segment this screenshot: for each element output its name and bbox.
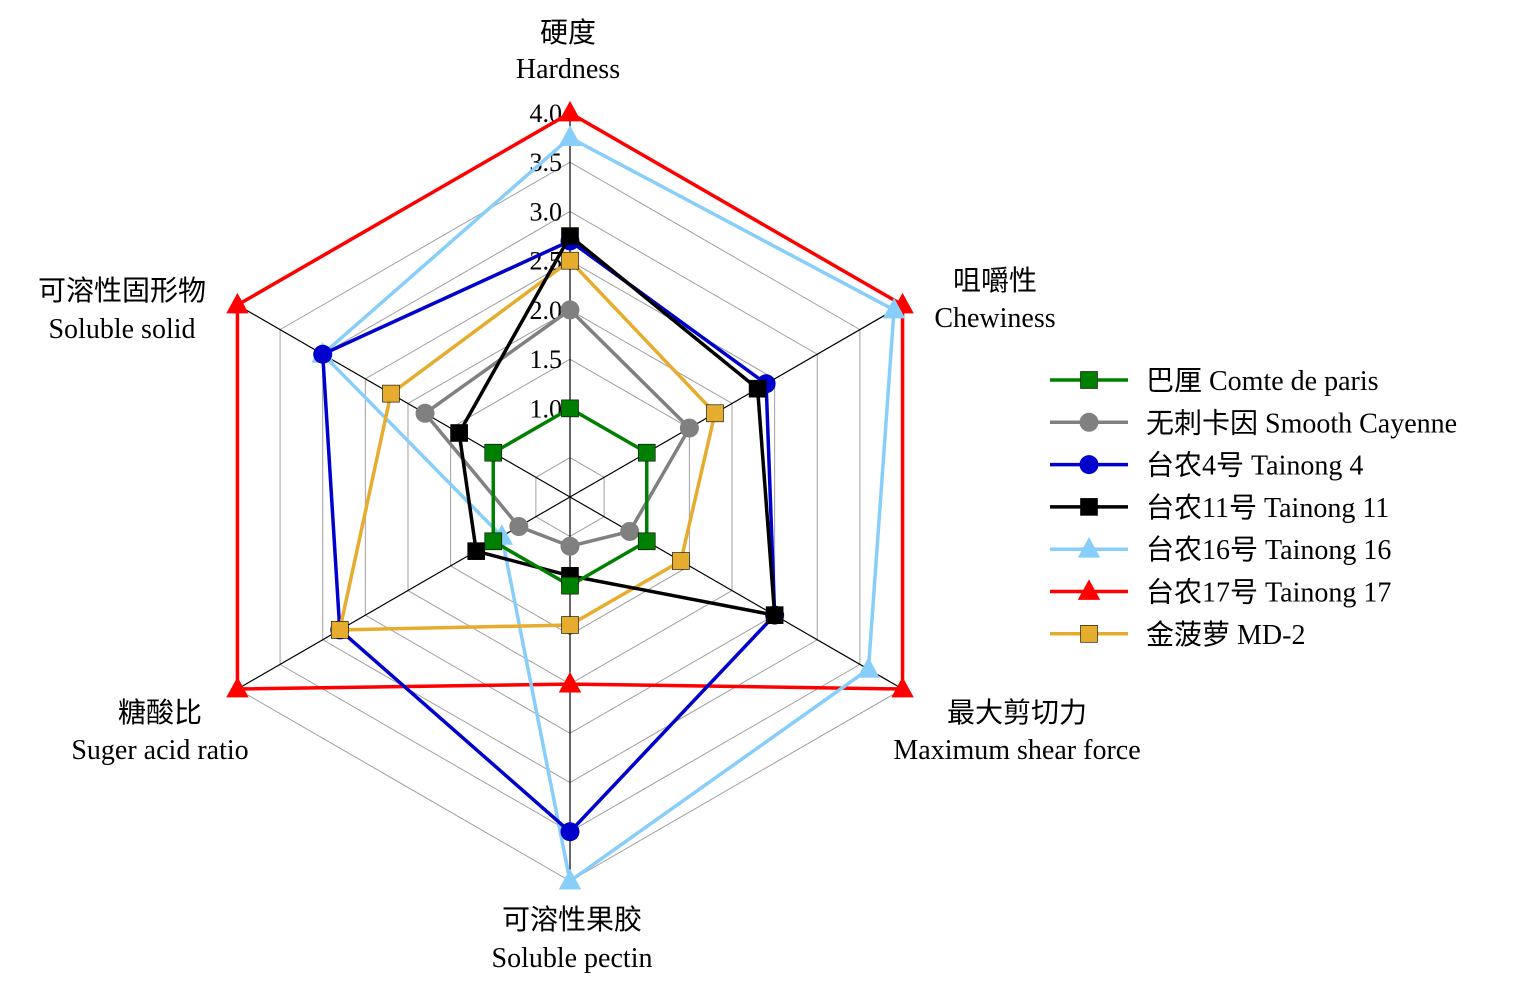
data-point-marker [1077,579,1101,600]
data-point-marker [637,532,656,551]
data-point-marker [558,868,582,890]
axis-label-zh: 最大剪切力 [947,697,1087,729]
axis-label-zh: 糖酸比 [118,697,202,729]
data-point-marker [706,404,724,423]
data-point-marker [561,576,579,595]
axis-spoke [237,304,571,498]
data-point-marker [1077,537,1101,558]
legend-item: 金菠萝 MD-2 [1050,619,1305,651]
data-point-marker [467,542,486,560]
axis-spoke [569,496,903,690]
tick-label: 3.0 [530,197,563,226]
axis-spoke [569,304,903,498]
data-point-marker [561,251,579,270]
data-point-marker [560,822,580,842]
legend-label: 金菠萝 MD-2 [1146,619,1305,651]
data-point-marker [560,536,580,556]
axis-label-en: Soluble solid [48,314,195,345]
series-6 [330,251,724,639]
data-point-marker [313,344,333,364]
data-point-marker [1080,498,1098,516]
axis-label-en: Suger acid ratio [71,735,248,766]
tick-label: 3.5 [530,148,563,177]
data-point-marker [765,606,784,624]
data-point-marker [450,424,468,442]
legend-label: 台农11号 Tainong 11 [1146,492,1389,524]
legend-item: 巴厘 Comte de paris [1050,366,1379,397]
data-point-marker [484,532,503,551]
legend: 巴厘 Comte de paris 无刺卡因 Smooth Cayenne 台农4号… [1050,366,1457,651]
data-point-marker [226,292,249,314]
data-point-marker [382,384,400,403]
legend-item: 台农4号 Tainong 4 [1050,450,1363,482]
legend-label: 巴厘 Comte de paris [1146,366,1379,397]
tick-label: 4.0 [530,99,563,128]
data-point-marker [558,125,582,147]
data-point-marker [620,521,640,541]
data-point-marker [226,676,249,698]
legend-item: 台农16号 Tainong 16 [1050,534,1391,566]
legend-label: 台农16号 Tainong 16 [1146,534,1391,566]
data-point-marker [509,517,529,537]
data-point-marker [748,379,767,398]
series-1 [415,300,699,556]
data-point-marker [558,671,582,693]
data-point-marker [415,403,435,423]
data-point-marker [1080,624,1098,643]
legend-item: 无刺卡因 Smooth Cayenne [1050,407,1457,439]
series-4 [311,125,906,890]
series-0 [484,399,656,595]
legend-label: 台农17号 Tainong 17 [1146,577,1391,609]
series-3 [450,227,784,624]
data-point-marker [1080,371,1098,389]
data-point-marker [679,418,699,438]
data-point-marker [560,300,580,320]
data-point-marker [857,657,880,678]
axis-label-en: Maximum shear force [893,735,1140,766]
data-point-marker [637,443,656,462]
axis-label-en: Soluble pectin [492,943,653,974]
data-point-marker [1079,455,1099,475]
data-point-marker [882,297,906,319]
data-point-marker [672,552,690,570]
data-point-marker [558,100,582,122]
data-point-marker [1079,412,1099,432]
series-group [226,100,914,890]
legend-label: 无刺卡因 Smooth Cayenne [1146,407,1457,439]
data-point-marker [891,676,914,698]
axis-label-zh: 咀嚼性 [953,265,1037,297]
axis-label-en: Chewiness [934,303,1055,334]
series-5 [226,100,914,698]
legend-item: 台农11号 Tainong 11 [1050,492,1389,524]
data-point-marker [561,616,579,634]
data-point-marker [561,227,579,245]
axis-label-zh: 可溶性固形物 [38,275,206,307]
axis-label-zh: 可溶性果胶 [502,904,642,936]
legend-label: 台农4号 Tainong 4 [1146,450,1363,482]
axis-label-en: Hardness [516,54,620,85]
tick-label: 1.5 [530,345,563,374]
axis-label-zh: 硬度 [540,17,596,49]
legend-item: 台农17号 Tainong 17 [1050,577,1391,609]
data-point-marker [330,621,349,639]
axis-labels: 硬度 Hardness 咀嚼性 Chewiness 最大剪切力 Maximum shear… [38,17,1141,974]
data-point-marker [561,399,579,418]
tick-label: 1.0 [530,394,563,423]
data-point-marker [484,443,503,462]
